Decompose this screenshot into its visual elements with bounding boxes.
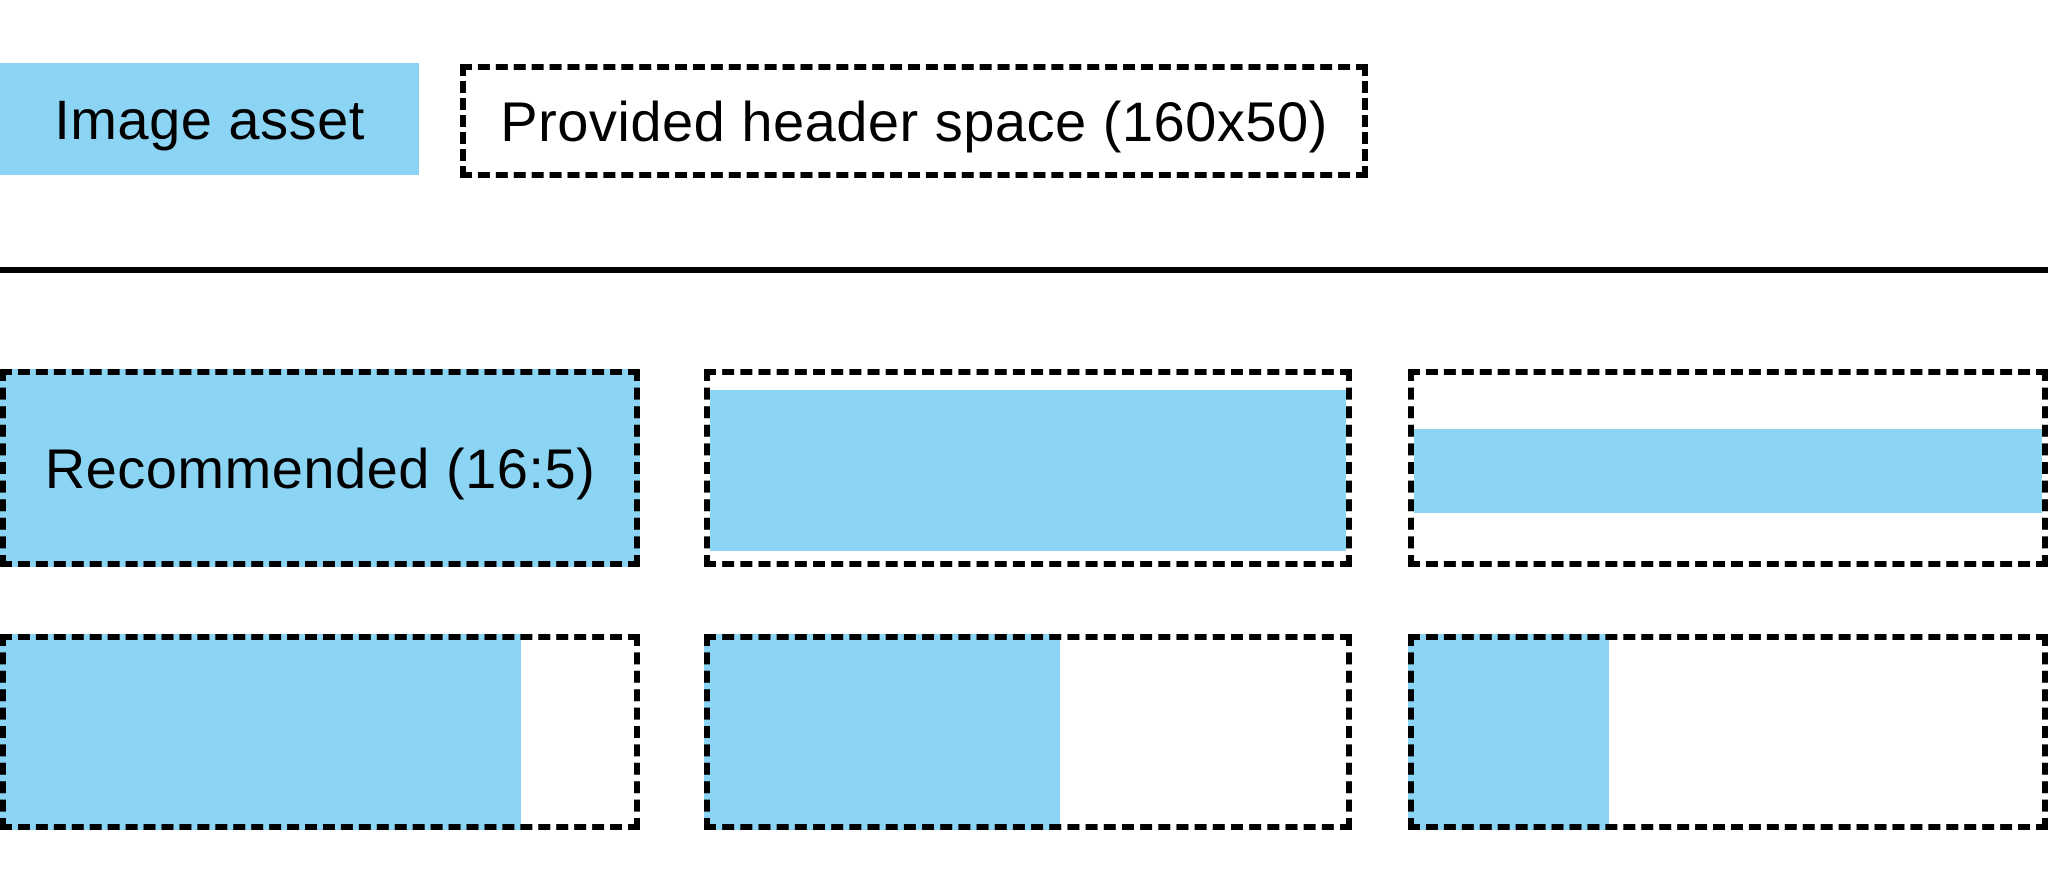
fit-example-recommended-16-5: Recommended (16:5) [0, 369, 640, 567]
fit-example-tall-left-fill [0, 634, 640, 830]
image-asset-fill [1414, 429, 2042, 513]
image-asset-fill [710, 390, 1346, 551]
image-asset-swatch: Image asset [0, 63, 419, 175]
header-space-label: Provided header space (160x50) [500, 89, 1328, 153]
image-asset-label: Image asset [54, 87, 365, 151]
fit-example-wide-letterbox [704, 369, 1352, 567]
fit-example-widest-letterbox [1408, 369, 2048, 567]
fit-example-tallest-left-fill [1408, 634, 2048, 830]
fit-example-taller-left-fill [704, 634, 1352, 830]
section-divider [0, 267, 2048, 273]
recommended-label: Recommended (16:5) [44, 436, 596, 500]
header-space-box: Provided header space (160x50) [460, 64, 1368, 178]
